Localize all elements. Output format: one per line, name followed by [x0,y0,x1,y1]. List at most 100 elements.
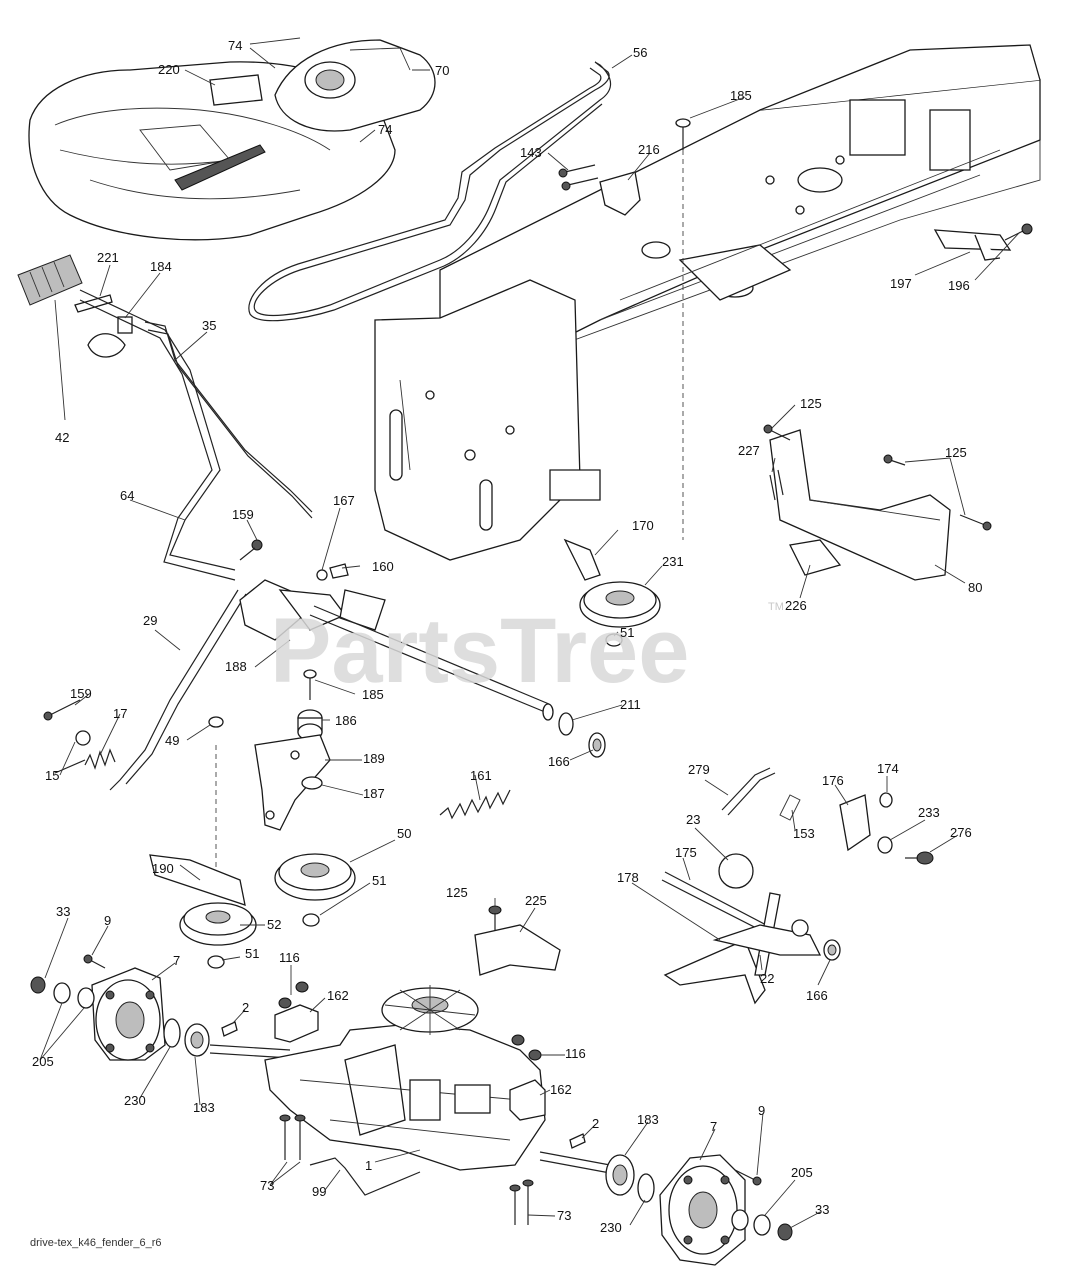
bracket-225 [474,924,561,976]
part-label: 159 [70,686,92,701]
part-label: 185 [362,687,384,702]
nut-33-left [30,976,46,994]
bolts-73-left [279,1114,306,1160]
key-2-right [569,1133,586,1149]
part-label: 125 [945,445,967,460]
pulley-50 [274,853,356,901]
bolt-9-right [734,1169,762,1186]
part-label: 29 [143,613,157,628]
part-label: 221 [97,250,119,265]
part-label: 190 [152,861,174,876]
part-label: 205 [791,1165,813,1180]
bushing-183-right [605,1154,635,1196]
bracket-216 [599,171,641,216]
key-2-left [221,1021,238,1037]
wheel-hub-right [659,1154,746,1266]
part-label: 184 [150,259,172,274]
disc-23 [718,853,754,889]
bracket-190 [149,854,246,906]
bolt-276 [905,851,934,865]
part-label: 276 [950,825,972,840]
part-label: 143 [520,145,542,160]
nuts-116-left [278,981,309,1009]
part-label: 187 [363,786,385,801]
rod-279 [721,767,776,816]
part-label: 2 [242,1000,249,1015]
part-labels: 74 220 70 56 74 185 143 216 197 196 221 … [32,38,982,1235]
wheel-hub-left [91,967,166,1061]
part-label: 23 [686,812,700,827]
nut-51-mid [302,913,320,927]
part-label: 116 [565,1046,586,1061]
part-label: 9 [104,913,111,928]
part-label: 159 [232,507,254,522]
pulley-52 [179,902,257,946]
part-label: 166 [548,754,570,769]
part-label: 153 [793,826,815,841]
part-label: 230 [124,1093,146,1108]
cap-49 [208,716,224,870]
rod-29 [109,589,247,791]
pin-185-top [675,118,691,540]
part-label: 22 [760,971,774,986]
part-label: 176 [822,773,844,788]
part-label: 160 [372,559,394,574]
idler-arm-189 [254,734,331,831]
clip-160 [329,563,349,579]
bracket-226 [789,539,842,576]
axle-left [209,1044,291,1059]
washer-230-left [163,1018,181,1048]
part-label: 7 [710,1119,717,1134]
part-label: 125 [446,885,468,900]
part-label: 185 [730,88,752,103]
clip-221 [74,294,113,313]
part-label: 33 [815,1202,829,1217]
axle-right [539,1151,611,1174]
part-label: 51 [620,625,634,640]
lever-178 [712,919,822,956]
fender-pad [209,74,263,106]
part-label: 80 [968,580,982,595]
bolt-159-left [43,699,81,721]
seat-pan [274,39,436,132]
axle-rod-211 [309,605,574,736]
part-label: 7 [173,953,180,968]
watermark: PartsTree [270,600,689,702]
washer-174 [879,792,893,808]
part-label: 49 [165,733,179,748]
bolt-185 [303,669,317,700]
part-label: 211 [620,697,641,712]
bolts-73-right [509,1179,534,1225]
part-label: 197 [890,276,912,291]
part-label: 230 [600,1220,622,1235]
part-label: 166 [806,988,828,1003]
part-label: 227 [738,443,760,458]
bolts-143 [558,164,599,191]
part-label: 35 [202,318,216,333]
part-label: 51 [245,946,259,961]
knob-184 [87,316,133,358]
spacer-187 [301,776,323,790]
nut-33-right [777,1223,793,1241]
bolts-227 [769,469,784,501]
part-label: 74 [228,38,242,53]
bracket-197 [933,223,1033,261]
part-label: 74 [378,122,392,137]
part-label: 64 [120,488,134,503]
part-label: 188 [225,659,247,674]
part-label: 51 [372,873,386,888]
washer-166-right [823,939,841,961]
part-label: 174 [877,761,899,776]
part-label: 33 [56,904,70,919]
leader-lines [39,37,1021,1229]
part-label: 186 [335,713,357,728]
transaxle-housing [264,1024,546,1171]
part-label: 175 [675,845,697,860]
bracket-162-right [509,1079,546,1121]
bolt-159-top [239,539,263,561]
part-label: 17 [113,706,127,721]
bracket-80 [769,429,951,581]
bracket-176 [839,794,871,852]
part-label: 2 [592,1116,599,1131]
part-label: 116 [279,950,300,965]
